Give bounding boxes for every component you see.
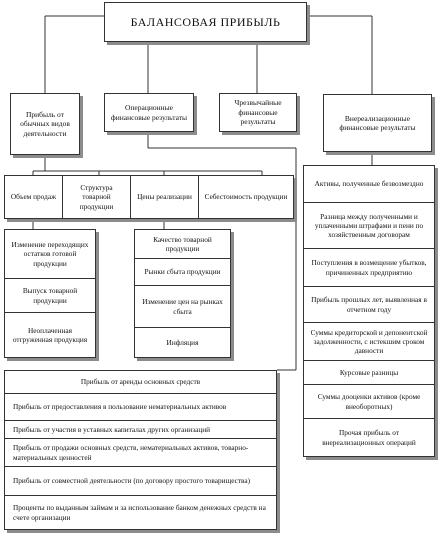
price-item-label: Рынки сбыта продукции xyxy=(144,267,221,277)
operating-item-label: Прибыль от совместной деятельности (по д… xyxy=(13,476,251,486)
nonoperating-item-label: Прочая прибыль от внереализационных опер… xyxy=(322,428,416,447)
volume-item: Изменение переходящих остатков готовой п… xyxy=(5,230,95,278)
nonoperating-item: Поступления в возмещение убытков, причин… xyxy=(304,248,434,286)
category-extraordinary-label: Чрезвычайные финансовые результаты xyxy=(234,98,282,127)
nonoperating-item-label: Курсовые разницы xyxy=(339,367,399,377)
nonoperating-item: Разница между полученными и уплаченными … xyxy=(304,202,434,248)
price-item: Рынки сбыта продукции xyxy=(135,258,230,285)
factor-sale-prices-label: Цены реализации xyxy=(137,192,192,202)
nonoperating-item: Курсовые разницы xyxy=(304,360,434,384)
operating-item-label: Прибыль от предоставления в пользование … xyxy=(13,402,227,412)
volume-item-label: Неоплаченная отгруженная продукция xyxy=(12,325,88,344)
factors-row: Объем продаж Структура товарной продукци… xyxy=(4,175,294,219)
factor-sale-prices: Цены реализации xyxy=(130,176,198,218)
operating-item: Проценты по выданным займам и за использ… xyxy=(5,495,276,529)
nonoperating-items-list: Активы, полученные безвозмездно Разница … xyxy=(303,165,435,457)
operating-item: Прибыль от совместной деятельности (по д… xyxy=(5,466,276,495)
nonoperating-item-label: Суммы дооценки активов (кроме внеоборотн… xyxy=(317,392,421,411)
operating-item-label: Проценты по выданным займам и за использ… xyxy=(13,503,266,522)
category-ordinary-label: Прибыль от обычных видов деятельности xyxy=(20,109,70,138)
price-item: Качество товарной продукции xyxy=(135,230,230,258)
nonoperating-item: Суммы дооценки активов (кроме внеоборотн… xyxy=(304,384,434,418)
operating-item: Прибыль от аренды основных средств xyxy=(5,371,276,393)
price-item-label: Изменение цен на рынках сбыта xyxy=(142,297,223,316)
volume-item-label: Изменение переходящих остатков готовой п… xyxy=(11,240,89,268)
volume-item: Неоплаченная отгруженная продукция xyxy=(5,312,95,357)
factor-product-structure: Структура товарной продукции xyxy=(62,176,130,218)
title-box: БАЛАНСОВАЯ ПРИБЫЛЬ xyxy=(104,2,307,42)
operating-item-label: Прибыль от продажи основных средств, нем… xyxy=(13,443,249,462)
diagram-title: БАЛАНСОВАЯ ПРИБЫЛЬ xyxy=(130,14,281,29)
category-nonoperating: Внереализационные финансовые результаты xyxy=(323,94,432,152)
category-operating-label: Операционные финансовые результаты xyxy=(110,103,188,122)
operating-items-list: Прибыль от аренды основных средств Прибы… xyxy=(4,370,277,530)
operating-item: Прибыль от продажи основных средств, нем… xyxy=(5,438,276,466)
nonoperating-item: Прибыль прошлых лет, выявленная в отчетн… xyxy=(304,286,434,322)
volume-items-list: Изменение переходящих остатков готовой п… xyxy=(4,229,96,358)
factor-cost: Себестоимость продукции xyxy=(198,176,293,218)
factor-product-structure-label: Структура товарной продукции xyxy=(79,183,114,211)
nonoperating-item-label: Разница между полученными и уплаченными … xyxy=(314,211,424,240)
price-items-list: Качество товарной продукции Рынки сбыта … xyxy=(134,229,231,358)
nonoperating-item: Прочая прибыль от внереализационных опер… xyxy=(304,418,434,456)
price-item: Изменение цен на рынках сбыта xyxy=(135,285,230,327)
factor-sales-volume-label: Объем продаж xyxy=(10,192,57,202)
operating-item-label: Прибыль от аренды основных средств xyxy=(80,377,201,387)
nonoperating-item: Суммы кредиторской и депонентской задолж… xyxy=(304,322,434,360)
nonoperating-item-label: Суммы кредиторской и депонентской задолж… xyxy=(310,327,428,356)
category-operating: Операционные финансовые результаты xyxy=(104,93,194,132)
operating-item: Прибыль от участия в уставных капиталах … xyxy=(5,420,276,438)
category-extraordinary: Чрезвычайные финансовые результаты xyxy=(219,93,297,132)
price-item: Инфляция xyxy=(135,327,230,357)
nonoperating-item-label: Прибыль прошлых лет, выявленная в отчетн… xyxy=(311,295,427,314)
operating-item: Прибыль от предоставления в пользование … xyxy=(5,393,276,420)
nonoperating-item-label: Поступления в возмещение убытков, причин… xyxy=(311,258,427,277)
volume-item: Выпуск товарной продукции xyxy=(5,278,95,312)
category-ordinary: Прибыль от обычных видов деятельности xyxy=(10,93,80,155)
volume-item-label: Выпуск товарной продукции xyxy=(22,286,78,305)
nonoperating-item-label: Активы, полученные безвозмездно xyxy=(314,179,424,189)
nonoperating-item: Активы, полученные безвозмездно xyxy=(304,166,434,202)
price-item-label: Инфляция xyxy=(166,337,199,347)
factor-sales-volume: Объем продаж xyxy=(5,176,62,218)
operating-item-label: Прибыль от участия в уставных капиталах … xyxy=(13,424,211,434)
price-item-label: Качество товарной продукции xyxy=(153,234,212,253)
factor-cost-label: Себестоимость продукции xyxy=(204,192,288,202)
category-nonoperating-label: Внереализационные финансовые результаты xyxy=(339,113,416,132)
